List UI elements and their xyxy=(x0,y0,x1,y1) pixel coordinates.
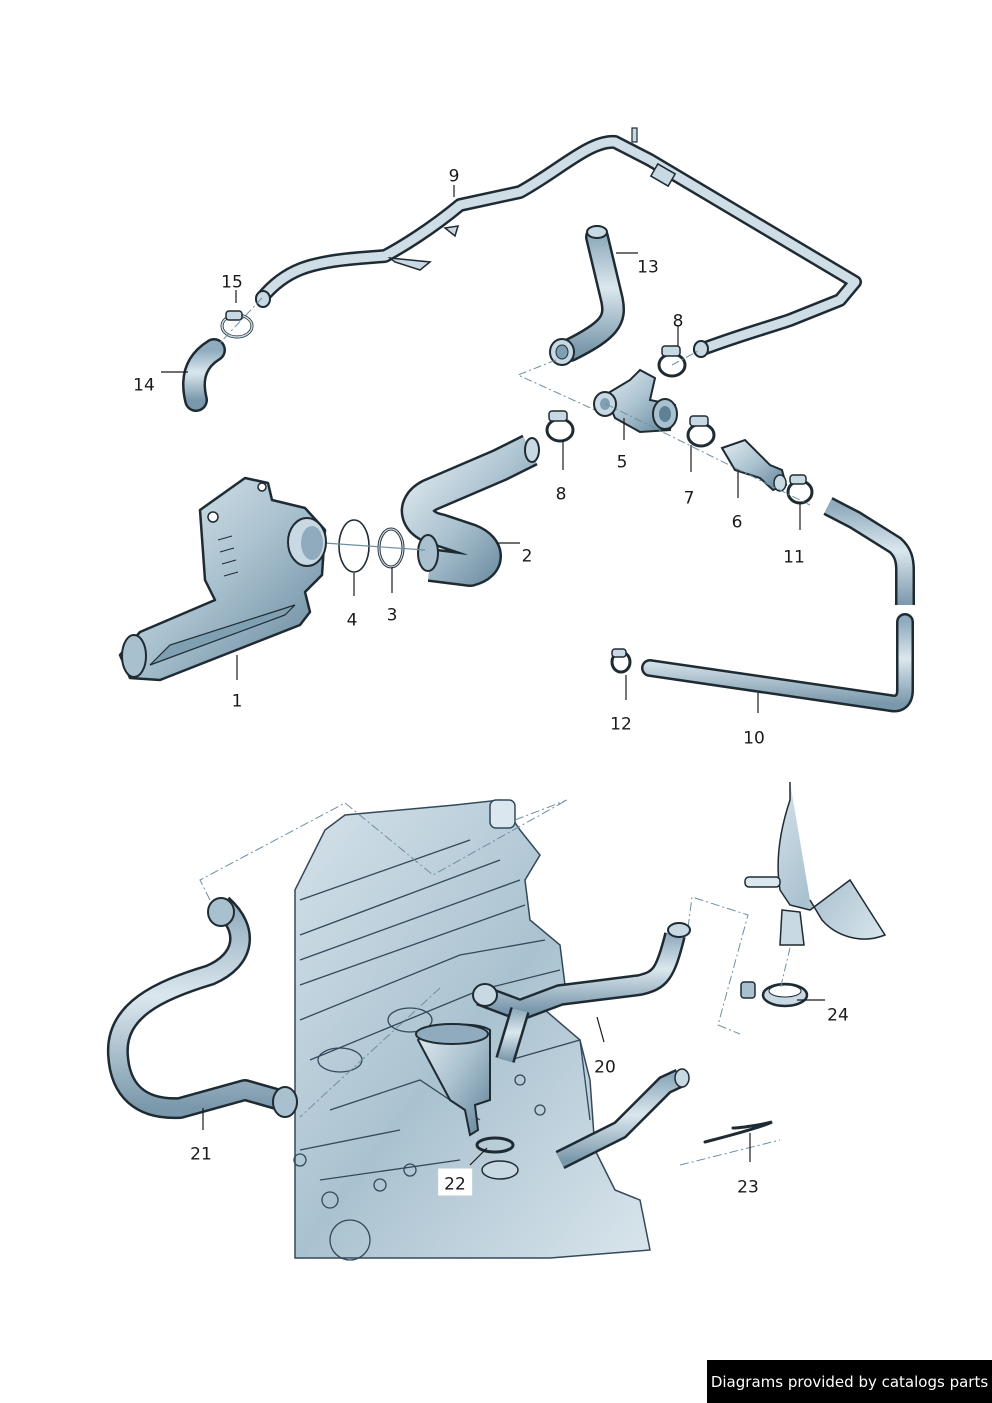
callout-2[interactable]: 2 xyxy=(521,546,533,567)
clamp-7[interactable] xyxy=(686,415,716,448)
callout-10[interactable]: 10 xyxy=(743,728,765,749)
callout-24[interactable]: 24 xyxy=(827,1005,849,1026)
clamp-11[interactable] xyxy=(786,474,814,505)
clamp-8-upper[interactable] xyxy=(657,345,687,378)
callout-6[interactable]: 6 xyxy=(731,512,743,533)
pipe-9[interactable] xyxy=(255,127,862,358)
callout-20[interactable]: 20 xyxy=(594,1057,616,1078)
assembly-guide-lines xyxy=(199,799,781,1166)
attribution-banner: Diagrams provided by catalogs parts xyxy=(707,1360,992,1403)
leader-lines xyxy=(161,185,825,1166)
callout-4[interactable]: 4 xyxy=(346,610,358,631)
clamp-24[interactable] xyxy=(740,981,809,1008)
callout-9[interactable]: 9 xyxy=(448,166,460,187)
clamp-8-lower[interactable] xyxy=(545,410,575,443)
coolant-pipe xyxy=(555,1068,690,1169)
callout-3[interactable]: 3 xyxy=(386,605,398,626)
callout-14[interactable]: 14 xyxy=(133,375,155,396)
callout-1[interactable]: 1 xyxy=(231,691,243,712)
hose-10[interactable] xyxy=(641,497,915,713)
wire-clip-23[interactable] xyxy=(703,1120,773,1144)
callout-11[interactable]: 11 xyxy=(783,547,805,568)
pipe-20[interactable] xyxy=(472,922,691,1063)
intake-housing xyxy=(744,782,887,946)
oil-separator-housing-1[interactable] xyxy=(118,476,327,682)
callout-21[interactable]: 21 xyxy=(190,1144,212,1165)
callout-12[interactable]: 12 xyxy=(610,714,632,735)
callout-8-lower[interactable]: 8 xyxy=(555,484,567,505)
seal-22[interactable] xyxy=(475,1136,519,1180)
callout-7[interactable]: 7 xyxy=(683,488,695,509)
clamp-12[interactable] xyxy=(610,648,632,674)
hose-21[interactable] xyxy=(106,896,298,1120)
callout-8-upper[interactable]: 8 xyxy=(672,311,684,332)
callout-15[interactable]: 15 xyxy=(221,272,243,293)
callout-13[interactable]: 13 xyxy=(637,257,659,278)
oil-separator-cup[interactable] xyxy=(415,1023,491,1137)
hose-2[interactable] xyxy=(400,434,540,587)
callout-22[interactable]: 22 xyxy=(438,1168,472,1196)
hose-14[interactable] xyxy=(182,338,226,412)
callout-23[interactable]: 23 xyxy=(737,1177,759,1198)
valve-6[interactable] xyxy=(720,438,788,492)
tee-connector-5[interactable] xyxy=(593,368,678,434)
attribution-text: Diagrams provided by catalogs parts xyxy=(710,1372,989,1391)
clamp-15[interactable] xyxy=(220,310,254,339)
callout-5[interactable]: 5 xyxy=(616,452,628,473)
hose-13[interactable] xyxy=(549,225,625,366)
